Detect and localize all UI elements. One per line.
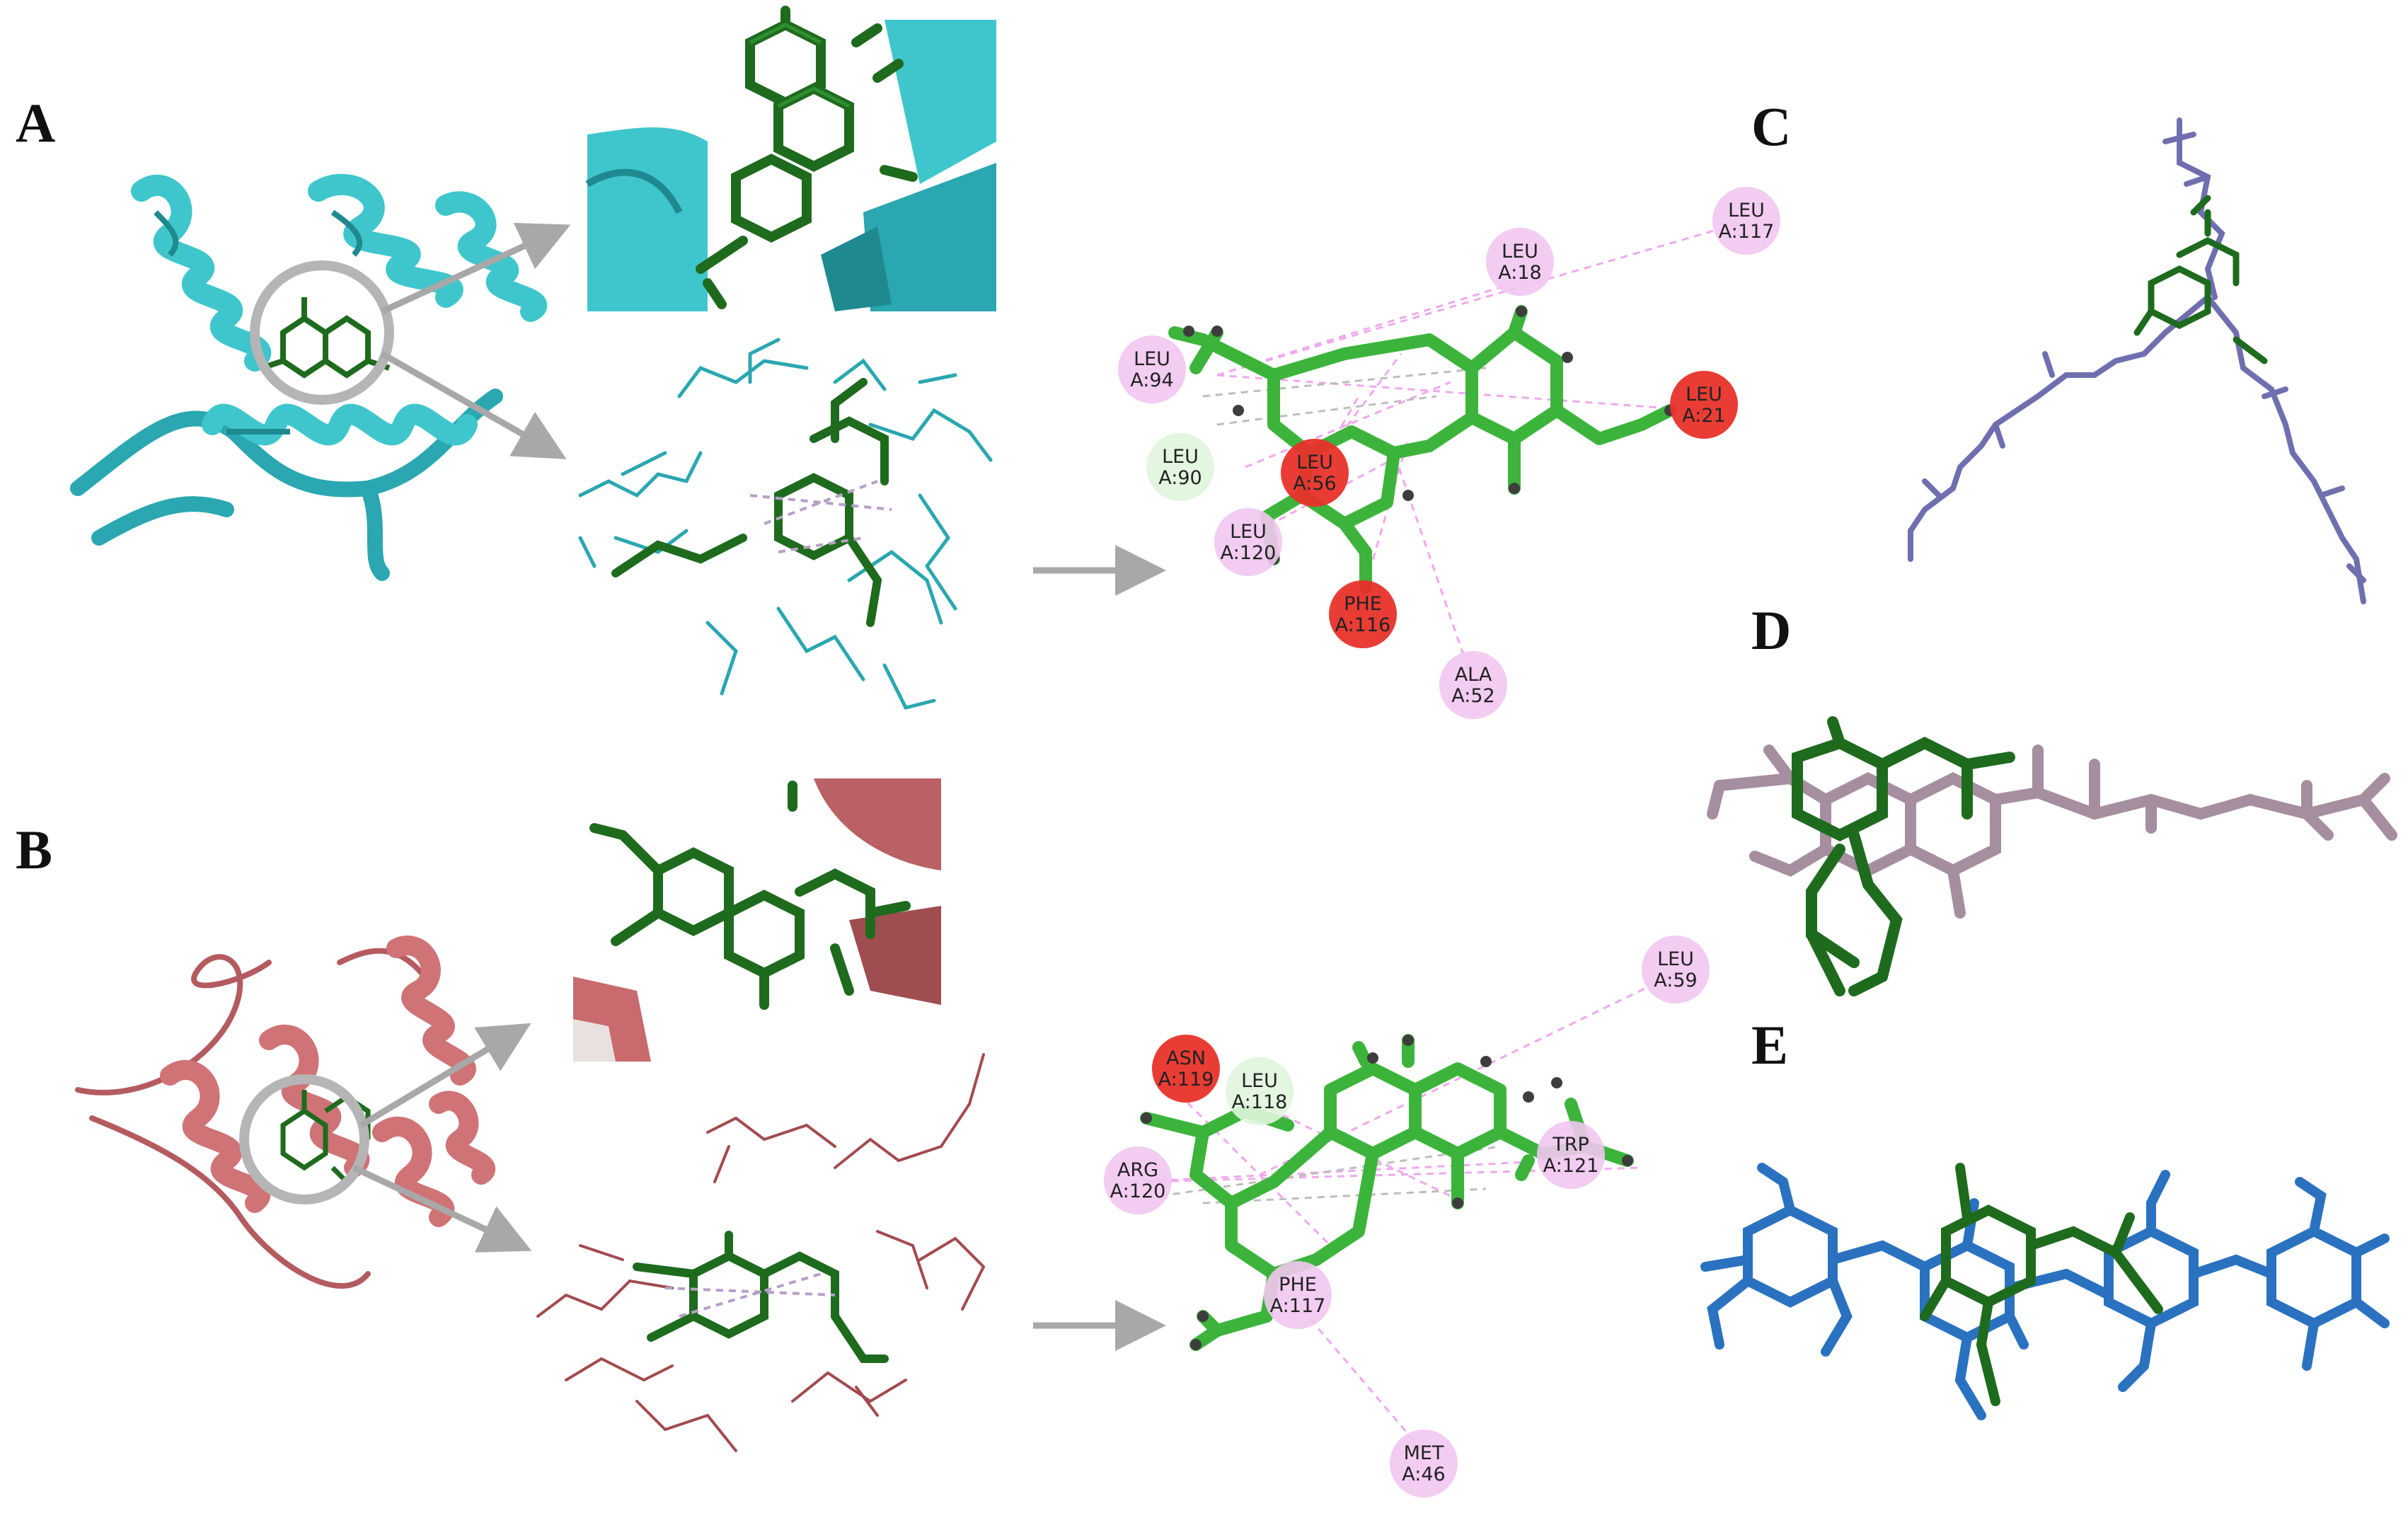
residue-asn-119-b-name: ASN <box>1166 1047 1206 1069</box>
residue-phe-116-a-name: PHE <box>1344 593 1382 615</box>
residue-leu-18-a-name: LEU <box>1502 241 1538 263</box>
residue-markers-b: LEU A:59 ASN A:119 LEU A:118 TRP A:121 A… <box>1104 936 1710 1497</box>
residue-phe-117-b-disc <box>1264 1261 1332 1329</box>
residue-arg-120-b-disc <box>1104 1146 1172 1214</box>
residue-met-46-b-pos: A:46 <box>1402 1464 1445 1485</box>
residue-leu-18-a: LEU A:18 <box>1486 228 1554 296</box>
panel-label-e: E <box>1751 1014 1789 1076</box>
residue-arg-120-b-name: ARG <box>1117 1159 1158 1181</box>
pocket-residues-b <box>536 1053 986 1452</box>
residue-leu-117-a: LEU A:117 <box>1712 187 1780 255</box>
residue-leu-90-a-name: LEU <box>1162 446 1199 468</box>
residue-leu-21-a-disc <box>1670 371 1738 439</box>
residue-asn-119-b-disc <box>1152 1035 1220 1103</box>
residue-met-46-b-disc <box>1390 1430 1458 1497</box>
residue-phe-117-b-pos: A:117 <box>1270 1295 1326 1317</box>
residue-leu-21-a: LEU A:21 <box>1670 371 1738 439</box>
residue-asn-119-b-pos: A:119 <box>1158 1069 1214 1091</box>
residue-leu-94-a-disc <box>1118 335 1186 403</box>
residue-leu-59-b: LEU A:59 <box>1642 936 1710 1004</box>
residue-phe-117-b-name: PHE <box>1279 1274 1317 1296</box>
residue-leu-117-a-name: LEU <box>1728 200 1765 222</box>
residue-leu-120-a: LEU A:120 <box>1214 508 1282 576</box>
panel-label-b: B <box>16 819 53 880</box>
pocket-residues-a <box>578 338 993 710</box>
residue-ala-52-a-name: ALA <box>1455 664 1492 686</box>
residue-arg-120-b-pos: A:120 <box>1110 1180 1166 1202</box>
residue-leu-21-a-name: LEU <box>1686 384 1722 406</box>
protein-structure-a <box>64 170 548 581</box>
residue-leu-56-a-name: LEU <box>1296 452 1333 473</box>
residue-leu-118-b-pos: A:118 <box>1232 1091 1288 1113</box>
residue-leu-118-b-name: LEU <box>1241 1070 1278 1092</box>
pocket-zoom-b <box>573 778 941 1062</box>
interaction-map-a <box>1168 222 1741 680</box>
residue-leu-117-a-disc <box>1712 187 1780 255</box>
residue-met-46-b: MET A:46 <box>1390 1430 1458 1497</box>
residue-leu-117-a-pos: A:117 <box>1719 221 1775 243</box>
residue-leu-56-a-pos: A:56 <box>1293 473 1336 495</box>
residue-leu-56-a: LEU A:56 <box>1281 439 1349 507</box>
residue-trp-121-b-pos: A:121 <box>1543 1155 1599 1177</box>
residue-leu-120-a-disc <box>1214 508 1282 576</box>
residue-ala-52-a: ALA A:52 <box>1439 651 1507 719</box>
residue-leu-18-a-pos: A:18 <box>1498 262 1541 284</box>
residue-leu-94-a-pos: A:94 <box>1130 369 1173 391</box>
residue-ala-52-a-disc <box>1439 651 1507 719</box>
residue-leu-56-a-disc <box>1281 439 1349 507</box>
residue-phe-117-b: PHE A:117 <box>1264 1261 1332 1329</box>
residue-trp-121-b-disc <box>1537 1121 1605 1189</box>
protein-structure-b <box>75 936 496 1289</box>
panel-label-c: C <box>1751 96 1792 157</box>
residue-asn-119-b: ASN A:119 <box>1152 1035 1220 1103</box>
residue-met-46-b-name: MET <box>1404 1442 1444 1464</box>
overlay-e <box>1700 1163 2390 1420</box>
overlay-d <box>1707 716 2397 996</box>
residue-phe-116-a-pos: A:116 <box>1335 614 1391 636</box>
panel-label-d: D <box>1751 599 1792 661</box>
residue-leu-90-a-pos: A:90 <box>1158 467 1202 489</box>
residue-phe-116-a-disc <box>1329 580 1397 648</box>
residue-leu-59-b-pos: A:59 <box>1654 970 1697 991</box>
residue-leu-90-a: LEU A:90 <box>1146 433 1214 501</box>
residue-leu-59-b-disc <box>1642 936 1710 1004</box>
residue-trp-121-b-name: TRP <box>1552 1134 1589 1156</box>
residue-leu-59-b-name: LEU <box>1657 948 1694 970</box>
interaction-map-b <box>1131 968 1685 1451</box>
residue-markers-a: LEU A:117 LEU A:18 LEU A:94 LEU A:21 LEU <box>1118 187 1780 719</box>
residue-leu-118-b: LEU A:118 <box>1226 1057 1294 1125</box>
residue-leu-90-a-disc <box>1146 433 1214 501</box>
pocket-zoom-a <box>585 6 996 311</box>
residue-leu-21-a-pos: A:21 <box>1682 405 1725 427</box>
residue-arg-120-b: ARG A:120 <box>1104 1146 1172 1214</box>
residue-leu-18-a-disc <box>1486 228 1554 296</box>
residue-trp-121-b: TRP A:121 <box>1537 1121 1605 1189</box>
residue-ala-52-a-pos: A:52 <box>1451 685 1494 707</box>
residue-phe-116-a: PHE A:116 <box>1329 580 1397 648</box>
residue-leu-94-a-name: LEU <box>1134 348 1170 370</box>
residue-leu-118-b-disc <box>1226 1057 1294 1125</box>
panel-label-a: A <box>16 92 56 154</box>
residue-leu-120-a-pos: A:120 <box>1221 542 1277 564</box>
residue-leu-94-a: LEU A:94 <box>1118 335 1186 403</box>
residue-leu-120-a-name: LEU <box>1230 521 1267 543</box>
overlay-c <box>1908 117 2366 604</box>
